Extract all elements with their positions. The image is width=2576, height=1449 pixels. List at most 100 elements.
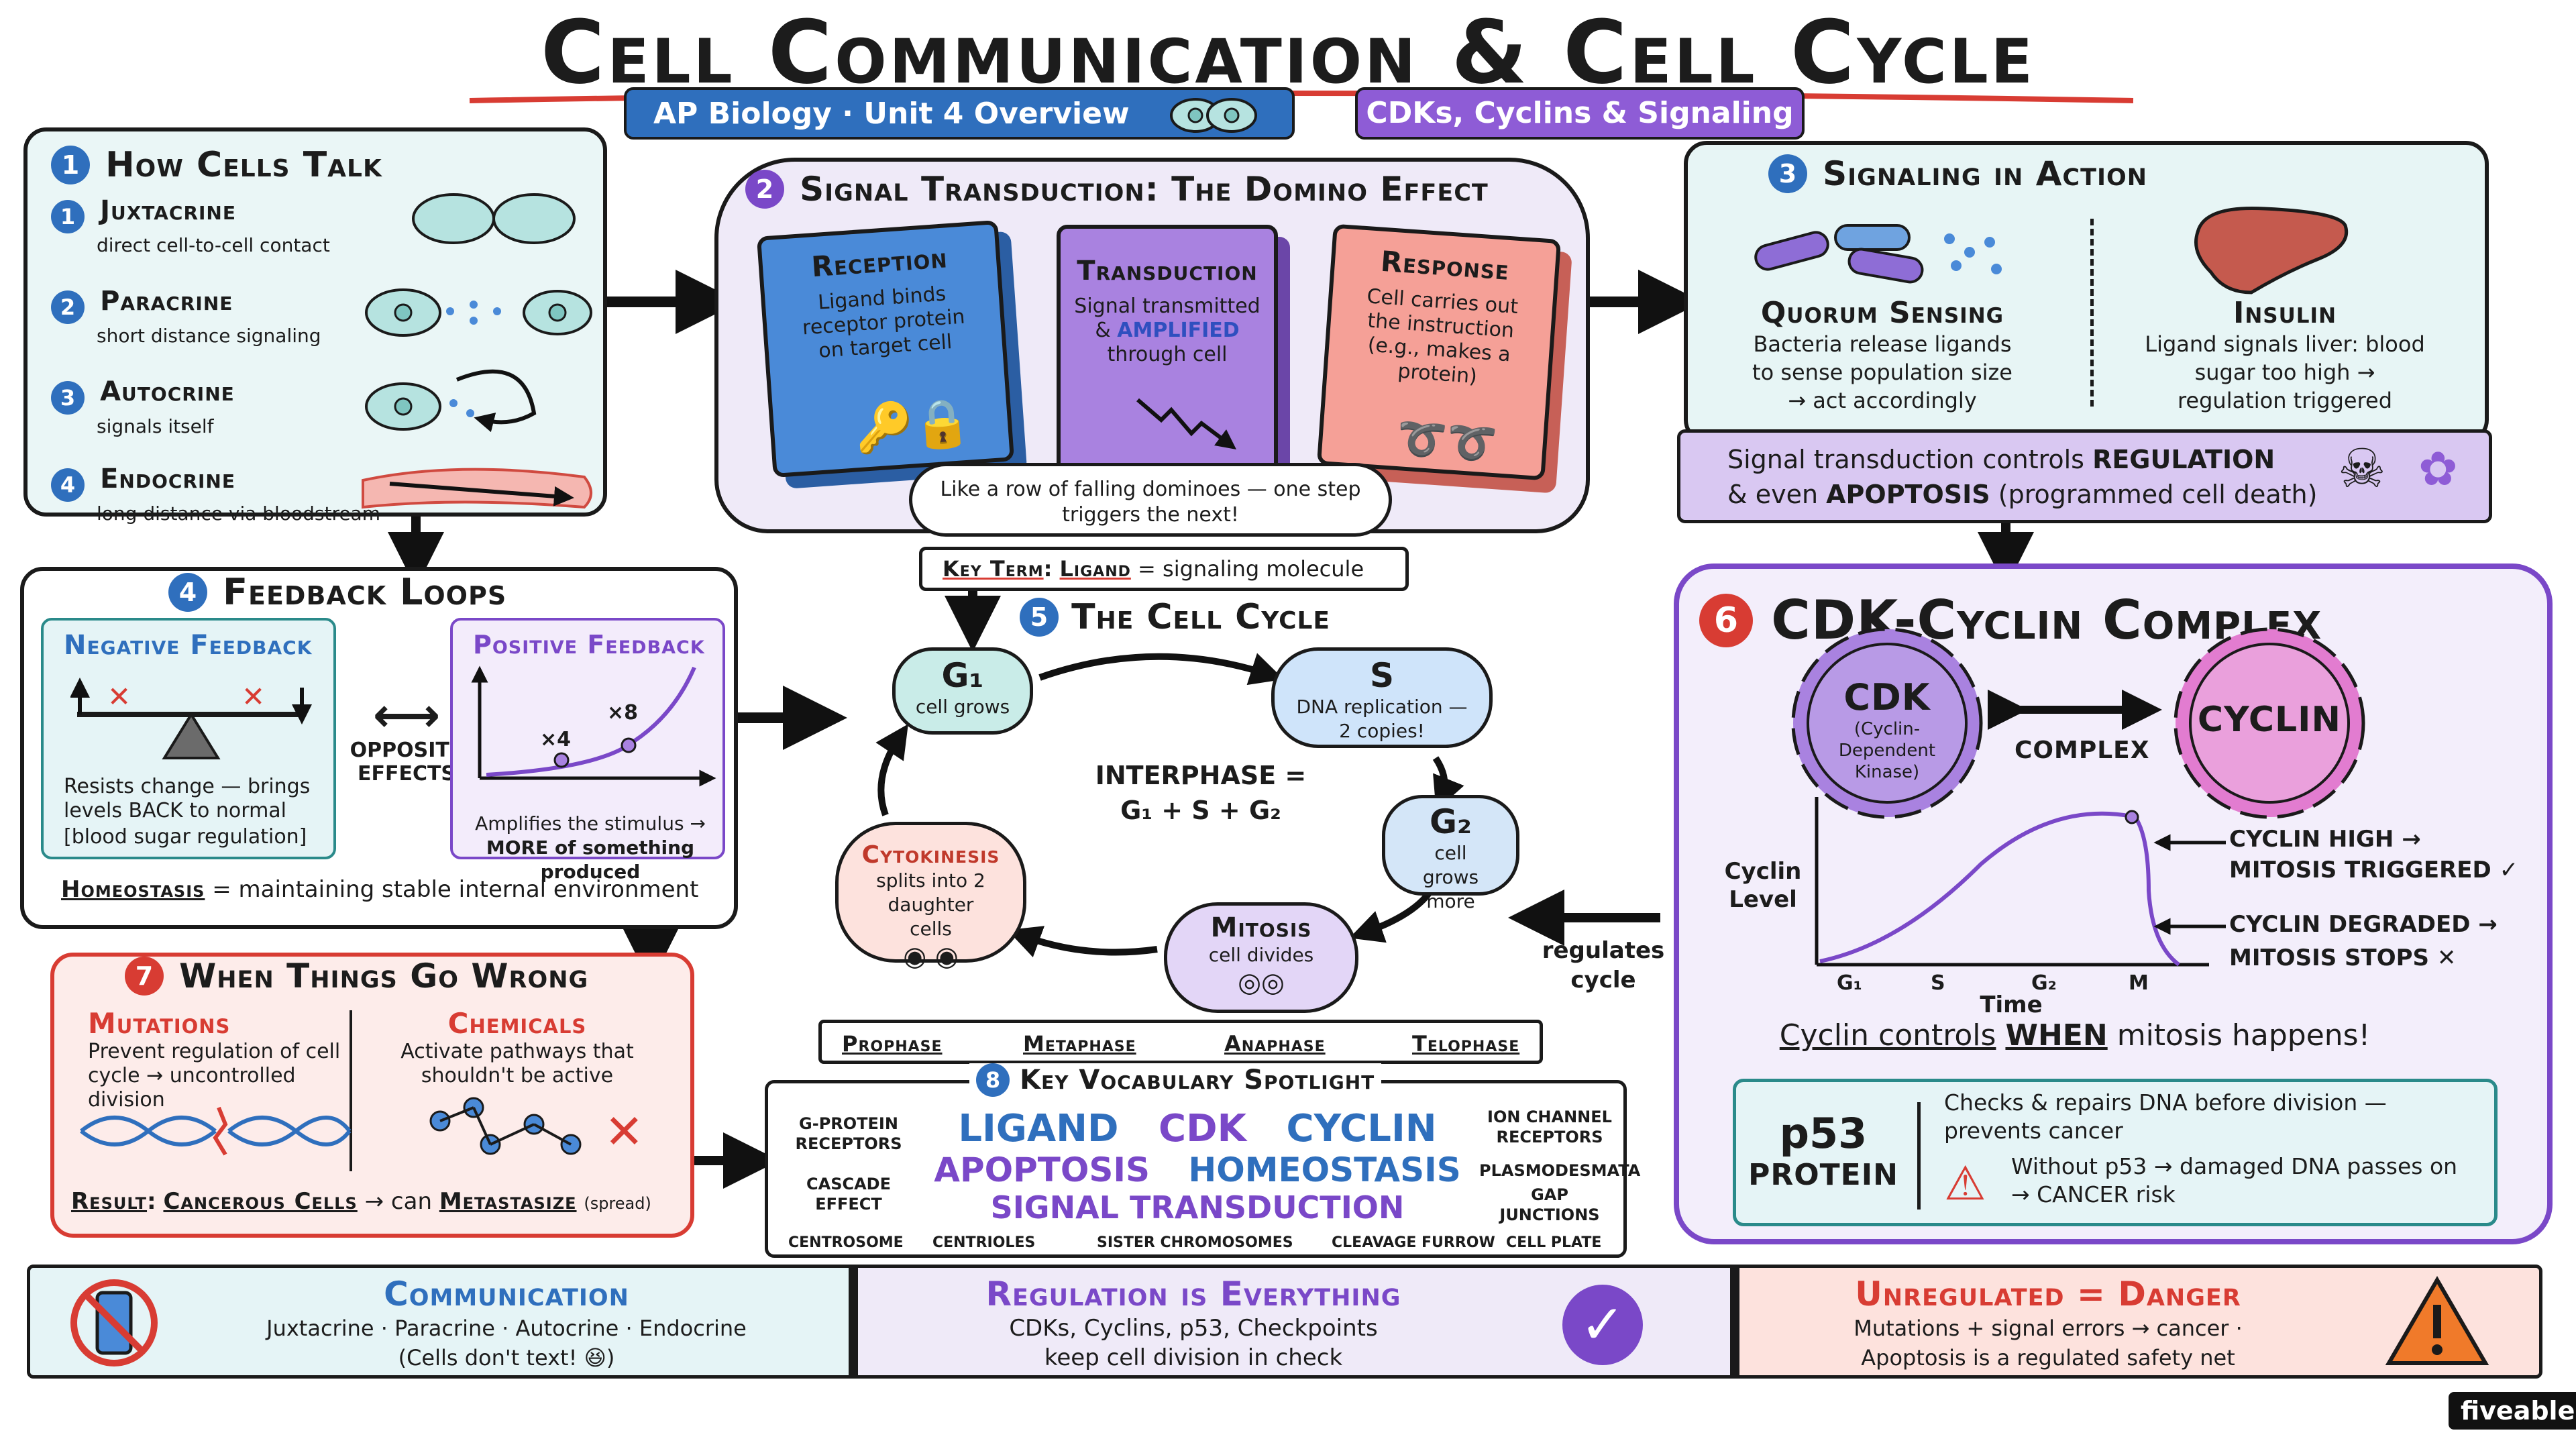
signal-type-autocrine: 3 Autocrine signals itself (51, 376, 400, 439)
section-number: 3 (1768, 154, 1807, 193)
item-name: Paracrine (100, 286, 233, 317)
section-number: 1 (51, 146, 90, 184)
footer-regulation: Regulation is Everything CDKs, Cyclins, … (858, 1268, 1730, 1375)
card-text: Signal transmitted & AMPLIFIED through c… (1074, 294, 1260, 366)
regulation-apoptosis-box: Signal transduction controls REGULATION … (1677, 429, 2492, 523)
homeostasis-definition: Homeostasis = maintaining stable interna… (61, 876, 699, 903)
mutations: Mutations Prevent regulation of cell cyc… (88, 1007, 341, 1112)
section-number: 6 (1699, 593, 1753, 647)
vocab-left: G-PROTEIN RECEPTORS CASCADE EFFECT (795, 1114, 902, 1214)
phase-anaphase: Anaphase (1224, 1031, 1326, 1057)
gear-icons (1791, 627, 2365, 967)
graph-xlabel: Time (1980, 991, 2043, 1018)
no-phone-icon (67, 1276, 161, 1370)
phase-cytokinesis: Cytokinesis splits into 2 daughter cells… (835, 822, 1026, 972)
signal-type-juxtacrine: 1 Juxtacrine direct cell-to-cell contact (51, 195, 400, 258)
negative-feedback-box: Negative Feedback ✕ ✕ Resists change — b… (41, 618, 336, 859)
phase-metaphase: Metaphase (1023, 1031, 1136, 1057)
item-number: 3 (51, 380, 85, 415)
unit-badge-label: AP Biology · Unit 4 Overview (653, 97, 1130, 131)
positive-feedback-box: Positive Feedback ×4 ×8 Amplifies the st… (450, 618, 725, 883)
cyclin-gear: CYCLIN (2197, 700, 2342, 740)
result-line: Result: Cancerous Cells → can Metastasiz… (71, 1188, 651, 1215)
liver-icon (2184, 199, 2359, 299)
card-title: Response (1379, 244, 1511, 286)
panel-signaling-in-action: 3 Signaling in Action Quorum Sensing Bac… (1684, 141, 2489, 443)
daughter-cells-icon: ◉ ◉ (903, 941, 959, 972)
card-text: Cell carries out the instruction (e.g., … (1366, 284, 1519, 389)
insulin: Insulin Ligand signals liver: blood suga… (2145, 296, 2425, 413)
section-number: 8 (976, 1063, 1010, 1097)
quorum-sensing: Quorum Sensing Bacteria release ligands … (1752, 296, 2012, 413)
svg-text:✕: ✕ (107, 680, 131, 713)
item-desc: long distance via bloodstream (97, 502, 380, 525)
item-desc: direct cell-to-cell contact (97, 233, 330, 256)
cyclin-degraded-note: CYCLIN DEGRADED →MITOSIS STOPS ✕ (2229, 911, 2498, 971)
panel-key-vocabulary: 8 Key Vocabulary Spotlight G-PROTEIN REC… (765, 1063, 1641, 1258)
item-name: Juxtacrine (100, 195, 236, 226)
section-number: 4 (168, 572, 207, 612)
zigzag-signal-icon (1134, 396, 1242, 450)
dividing-cell-icon: ◎◎ (1238, 967, 1285, 998)
response-card: Response Cell carries out the instructio… (1316, 223, 1562, 481)
p53-box: p53 PROTEIN Checks & repairs DNA before … (1733, 1079, 2498, 1226)
phase-g2: G₂ cell grows more (1382, 795, 1519, 912)
regulates-cycle-label: regulates cycle (1542, 937, 1665, 994)
graph-ylabel: Cyclin Level (1724, 858, 1802, 913)
complex-label: COMPLEX (2015, 737, 2150, 764)
signal-type-endocrine: 4 Endocrine long distance via bloodstrea… (51, 464, 427, 526)
checkmark-icon: ✓ (1562, 1285, 1643, 1365)
key-term-box: Key Term: Ligand = signaling molecule (919, 547, 1409, 591)
item-name: Endocrine (100, 464, 235, 494)
domino-speech-bubble: Like a row of falling dominoes — one ste… (909, 463, 1392, 537)
opposite-effects: ⟷ OPPOSITE EFFECTS (339, 692, 474, 786)
item-number: 1 (51, 199, 85, 233)
brand-logo: fiveable (2449, 1392, 2576, 1430)
x8-label: ×8 (607, 701, 639, 724)
phase-s: S DNA replication — 2 copies! (1271, 647, 1493, 748)
section-title: Feedback Loops (223, 571, 507, 613)
x4-label: ×4 (540, 728, 572, 751)
item-name: Autocrine (100, 376, 235, 407)
panel-cdk-cyclin: 6 CDK-Cyclin Complex CDK (Cyclin-Depende… (1674, 564, 2553, 1244)
seesaw-icon: ✕ ✕ (70, 674, 312, 761)
section-title: How Cells Talk (105, 145, 382, 185)
item-number: 4 (51, 468, 85, 502)
vocab-center: LIGAND CDK CYCLIN APOPTOSIS HOMEOSTASIS … (934, 1107, 1461, 1226)
exponential-curve-icon (471, 665, 716, 787)
item-desc: short distance signaling (97, 324, 321, 347)
section-number: 7 (125, 957, 164, 996)
cdk-gear: CDK (Cyclin-Dependent Kinase) (1838, 676, 1936, 782)
card-title: Reception (810, 241, 949, 284)
phase-mitosis: Mitosis cell divides ◎◎ (1164, 902, 1358, 1013)
transduction-card: Transduction Signal transmitted & AMPLIF… (1057, 225, 1278, 480)
phase-prophase: Prophase (842, 1031, 943, 1057)
footer-danger: Unregulated = Danger Mutations + signal … (1739, 1268, 2539, 1375)
skull-icon: ☠ (2338, 437, 2386, 500)
mitosis-phases-bar: Prophase Metaphase Anaphase Telophase (818, 1020, 1543, 1064)
flower-icon: ✿ (2418, 441, 2458, 496)
section-number: 2 (745, 170, 784, 209)
card-title: Transduction (1077, 256, 1258, 286)
reception-card: Reception Ligand binds receptor protein … (756, 219, 1015, 478)
card-text: Ligand binds receptor protein on target … (801, 282, 966, 363)
section-title: When Things Go Wrong (179, 957, 589, 996)
topic-badge: CDKs, Cyclins & Signaling (1355, 87, 1805, 140)
topic-badge-label: CDKs, Cyclins & Signaling (1366, 96, 1794, 130)
warning-icon: ⚠ (1944, 1156, 1986, 1211)
signaling-cells-illustration (362, 193, 592, 509)
item-desc: signals itself (97, 415, 214, 437)
page-title: Cell Communication & Cell Cycle (541, 1, 2035, 103)
cyclin-controls-note: Cyclin controls WHEN mitosis happens! (1779, 1018, 2371, 1053)
section-title: Key Vocabulary Spotlight (1020, 1065, 1375, 1095)
panel-feedback-loops: 4 Feedback Loops Negative Feedback ✕ ✕ R… (20, 567, 738, 929)
unit-badge: AP Biology · Unit 4 Overview (624, 87, 1295, 140)
cell-dividing-icon (1163, 95, 1264, 136)
lock-key-icon: 🔑🔒 (853, 394, 974, 458)
dna-molecule-icons: ✕ (80, 1097, 644, 1159)
vocab-right: ION CHANNEL RECEPTORS PLASMODESMATA GAP … (1479, 1108, 1641, 1224)
signal-type-paracrine: 2 Paracrine short distance signaling (51, 286, 427, 348)
svg-text:✕: ✕ (241, 680, 265, 713)
panel-when-things-go-wrong: 7 When Things Go Wrong Mutations Prevent… (50, 953, 694, 1238)
interphase-equation: INTERPHASE = G₁ + S + G₂ (1095, 761, 1307, 825)
